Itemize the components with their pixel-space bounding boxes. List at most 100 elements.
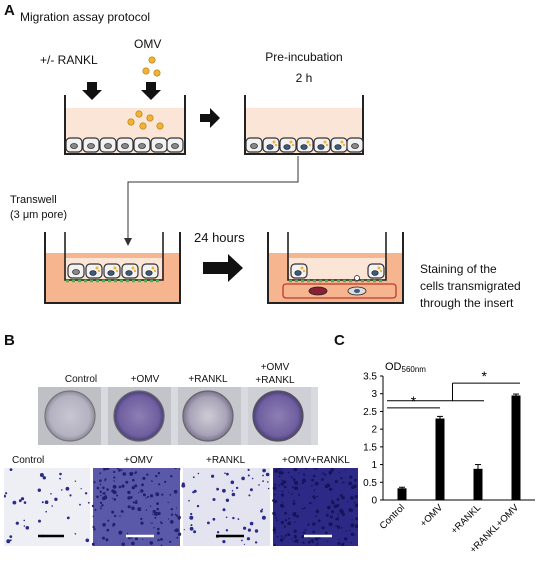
speckle [131, 541, 135, 546]
speckle [302, 531, 306, 535]
speckle [189, 526, 194, 531]
speckle [283, 536, 286, 539]
speckle [145, 509, 148, 511]
speckle [174, 468, 177, 470]
speckle [4, 494, 6, 498]
speckle [303, 506, 306, 509]
speckle [305, 468, 307, 470]
speckle [281, 504, 285, 508]
x-category-label: +OMV [418, 502, 445, 529]
speckle [134, 537, 138, 541]
well-photo-omv-rankl [252, 390, 304, 442]
speckle [344, 537, 348, 541]
well-photos [38, 387, 318, 445]
speckle [193, 530, 197, 534]
speckle [282, 480, 286, 484]
speckle [312, 530, 315, 534]
speckle [160, 538, 163, 541]
speckle [313, 468, 315, 470]
speckle [45, 510, 47, 513]
speckle [262, 480, 264, 482]
speckle [151, 480, 153, 482]
speckle [157, 472, 161, 475]
well-label-rankl: +RANKL [188, 374, 228, 385]
speckle [279, 538, 284, 542]
speckle [50, 493, 52, 495]
speckle [116, 468, 119, 470]
speckle [93, 481, 96, 484]
speckle [340, 543, 345, 546]
speckle [178, 518, 180, 521]
speckle [189, 515, 194, 520]
speckle [313, 489, 316, 491]
speckle [301, 535, 305, 539]
speckle [175, 528, 179, 533]
speckle [280, 520, 284, 525]
speckle [330, 468, 334, 472]
speckle [99, 472, 102, 475]
speckle [140, 489, 144, 493]
speckle [152, 509, 156, 514]
speckle [100, 507, 102, 510]
speckle [23, 519, 26, 522]
speckle [225, 529, 229, 532]
speckle [225, 498, 230, 502]
speckle [273, 543, 276, 546]
connector-line [127, 156, 299, 240]
speckle [170, 508, 173, 511]
speckle [281, 468, 283, 470]
speckle [154, 516, 157, 519]
speckle [96, 495, 99, 499]
speckle [275, 517, 277, 519]
speckle [314, 515, 317, 518]
speckle [222, 540, 226, 544]
speckle [292, 499, 295, 502]
y-tick-label: 0 [371, 496, 377, 507]
speckle [281, 490, 284, 493]
speckle [274, 531, 276, 534]
speckle [251, 477, 254, 480]
speckle [354, 534, 356, 536]
speckle [294, 486, 298, 491]
micrograph-rankl [183, 468, 270, 546]
speckle [349, 475, 353, 479]
protocol-diagram [44, 56, 404, 304]
speckle [350, 496, 354, 500]
speckle [261, 515, 266, 520]
speckle [281, 479, 284, 482]
speckle [20, 497, 25, 501]
speckle [333, 504, 338, 509]
speckle [179, 468, 181, 470]
speckle [37, 488, 41, 492]
speckle [311, 478, 314, 482]
speckle [335, 517, 338, 521]
speckle [316, 495, 318, 498]
speckle [121, 542, 125, 546]
speckle [339, 508, 343, 513]
speckle [293, 529, 297, 533]
bar [473, 468, 483, 500]
x-category-label: Control [378, 502, 407, 531]
speckle [247, 468, 250, 471]
speckle [181, 483, 186, 488]
speckle [152, 513, 154, 516]
speckle [337, 527, 340, 530]
speckle [38, 519, 41, 523]
speckle [146, 495, 149, 498]
speckle [164, 480, 167, 483]
well-label-omv-rankl-a: +OMV [260, 362, 290, 373]
speckle [114, 514, 117, 518]
speckle [118, 530, 123, 535]
speckle [112, 484, 117, 489]
well-label-control: Control [64, 374, 98, 385]
panel-b-letter: B [4, 332, 15, 349]
speckle [138, 492, 140, 494]
sig-star-2: * [482, 368, 488, 384]
speckle [328, 522, 331, 525]
speckle [273, 499, 278, 504]
speckle [273, 493, 276, 496]
speckle [274, 483, 277, 486]
speckle [169, 540, 172, 543]
speckle [351, 519, 353, 521]
speckle [59, 472, 62, 476]
